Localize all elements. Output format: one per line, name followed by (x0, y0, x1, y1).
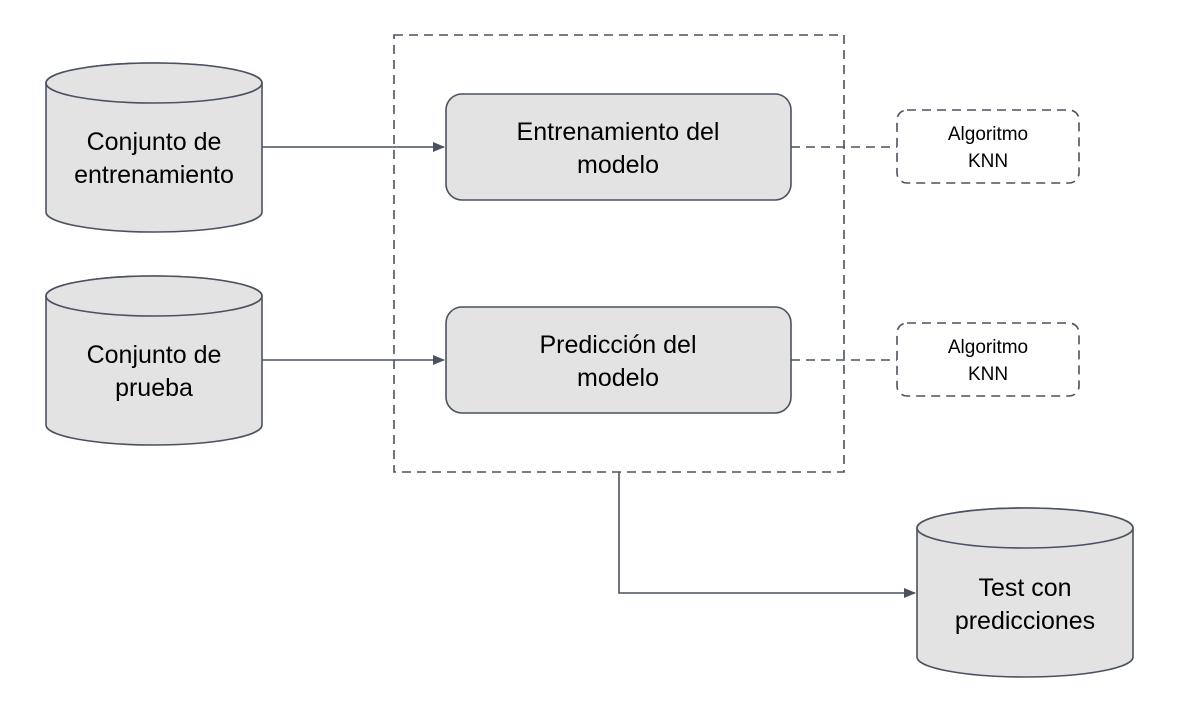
training-set-cylinder: Conjunto de entrenamiento (45, 62, 263, 233)
output-label-line2: predicciones (955, 607, 1095, 635)
algorithm-1-label-line1: Algoritmo (948, 124, 1028, 145)
model-training-process: Entrenamiento del modelo (445, 93, 792, 201)
model-prediction-label-line2: modelo (577, 364, 659, 392)
training-set-label-line1: Conjunto de (87, 128, 222, 156)
output-label-line1: Test con (978, 574, 1071, 602)
algorithm-knn-box-2: Algoritmo KNN (896, 322, 1080, 397)
test-set-label-line2: prueba (115, 374, 193, 402)
test-set-cylinder: Conjunto de prueba (45, 275, 263, 446)
algorithm-knn-box-1: Algoritmo KNN (896, 109, 1080, 184)
model-prediction-label-line1: Predicción del (539, 331, 696, 359)
model-prediction-process: Predicción del modelo (445, 306, 792, 414)
model-training-label-line2: modelo (577, 151, 659, 179)
model-training-label-line1: Entrenamiento del (517, 118, 720, 146)
training-set-label-line2: entrenamiento (74, 161, 234, 189)
algorithm-2-label-line2: KNN (968, 364, 1008, 385)
test-set-label-line1: Conjunto de (87, 341, 222, 369)
edge-group-to-output (618, 472, 916, 598)
algorithm-2-label-line1: Algoritmo (948, 337, 1028, 358)
algorithm-1-label-line2: KNN (968, 151, 1008, 172)
output-cylinder: Test con predicciones (916, 507, 1134, 678)
